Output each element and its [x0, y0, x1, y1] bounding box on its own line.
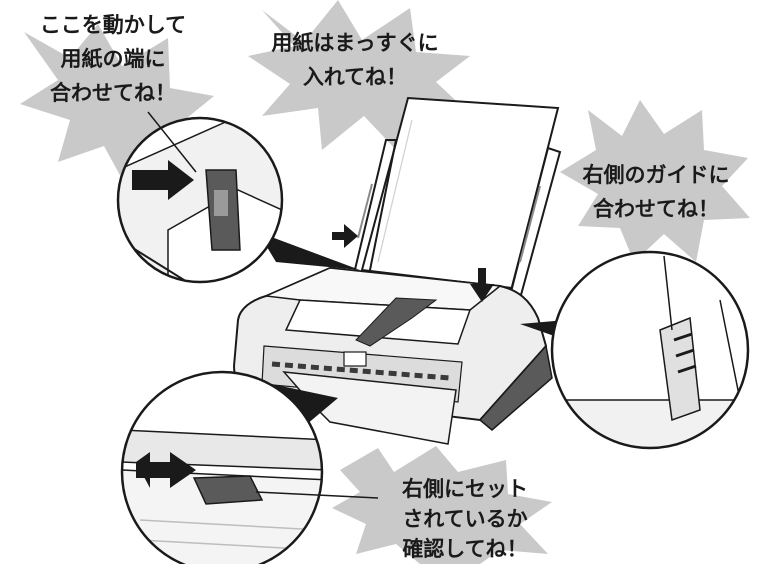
inset-paper-guide-left [116, 111, 284, 284]
paper-support [351, 139, 562, 307]
callout-lever-right: 右側にセット されているか 確認してね！ [370, 474, 560, 564]
callout-paper-guide-left: ここを動かして 用紙の端に 合わせてね！ [2, 8, 224, 110]
zoom-wedge-left [258, 232, 360, 270]
burst-top-center [248, 0, 470, 152]
arrow-paper-down [470, 268, 494, 302]
callout-line: 右側のガイドに [582, 163, 730, 187]
callout-line: 合わせてね！ [593, 197, 719, 221]
inset-right-guide [550, 250, 750, 450]
arrow-to-left-guide [332, 224, 358, 248]
burst-right [560, 100, 750, 262]
callout-line: ここを動かして [39, 13, 187, 37]
callout-line: 用紙の端に [60, 47, 166, 71]
callout-line: 合わせてね！ [50, 81, 176, 105]
inset-lever [120, 370, 379, 564]
callout-line: 入れてね！ [302, 65, 408, 89]
callout-line: 確認してね！ [402, 537, 528, 561]
burst-bottom [332, 446, 552, 564]
callout-paper-straight: 用紙はまっすぐに 入れてね！ [238, 26, 472, 94]
callout-right-guide: 右側のガイドに 合わせてね！ [556, 158, 756, 226]
callout-line: 用紙はまっすぐに [271, 31, 439, 55]
callout-line: 右側にセット [402, 477, 528, 501]
callout-line: されているか [402, 507, 528, 531]
